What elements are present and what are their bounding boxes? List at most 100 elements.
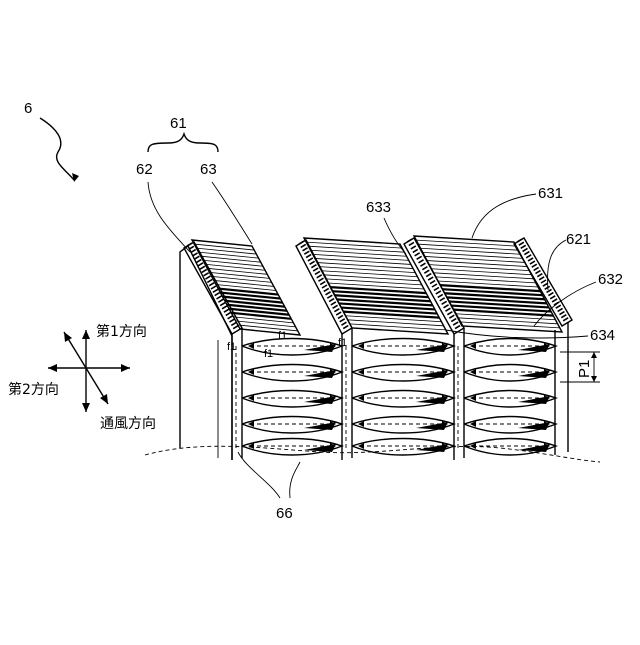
tube-louver xyxy=(526,255,531,258)
tube-louver xyxy=(318,278,323,281)
tube-louver xyxy=(519,242,524,245)
tube-louver xyxy=(447,312,452,315)
tube-louver xyxy=(422,267,427,270)
tube-louver xyxy=(193,253,198,256)
tube-louver xyxy=(455,326,460,329)
fin-stack-3 xyxy=(458,339,556,456)
tube-louver xyxy=(541,280,546,283)
fin-top-group xyxy=(192,236,562,335)
tube-louver xyxy=(524,252,529,255)
tube-louver xyxy=(444,305,449,308)
tube-louver xyxy=(331,302,336,305)
tube-louver xyxy=(521,245,526,248)
direction-indicator: 第1方向 第2方向 通風方向 xyxy=(8,323,156,432)
tube-louver xyxy=(426,274,431,277)
tube-louver xyxy=(207,279,212,282)
tube-louver xyxy=(517,239,522,242)
tube-louver xyxy=(233,326,238,329)
tube-louver xyxy=(320,282,325,285)
fin-stack-2 xyxy=(346,339,454,456)
label-tube-side: 621 xyxy=(566,231,591,248)
tube-louver xyxy=(202,269,207,272)
tube-louver xyxy=(534,267,539,270)
tube-louver xyxy=(442,301,447,304)
label-tube: 62 xyxy=(136,161,153,178)
tube-louver xyxy=(535,271,540,274)
label-assembly: 6 xyxy=(24,100,32,117)
pitch-dimension: P1 xyxy=(560,352,600,382)
tube-louver xyxy=(187,243,192,246)
tube-louver xyxy=(191,250,196,253)
tube-louver xyxy=(341,322,346,325)
tube-louver xyxy=(217,296,222,299)
tube-louver xyxy=(306,255,311,258)
tube-louver xyxy=(315,271,320,274)
tube-louver xyxy=(550,296,555,299)
tube-louver xyxy=(231,322,236,325)
tube-louver xyxy=(438,294,443,297)
tube-louver xyxy=(229,319,234,322)
tube-louver xyxy=(224,309,229,312)
tube-louver xyxy=(204,273,209,276)
tube-louver xyxy=(440,298,445,301)
tube-louver xyxy=(205,276,210,279)
tube-louver xyxy=(430,281,435,284)
tube-louver xyxy=(545,286,550,289)
tube-louver xyxy=(333,305,338,308)
tube-louver xyxy=(222,306,227,309)
tube-louver xyxy=(432,284,437,287)
tube-louver xyxy=(561,315,566,318)
tube-louver xyxy=(556,305,561,308)
label-pitch: P1 xyxy=(576,360,593,378)
tube-louver xyxy=(413,249,418,252)
tube-louver xyxy=(308,258,313,261)
tube-louver xyxy=(336,312,341,315)
tube-louver xyxy=(340,319,345,322)
tube-louver xyxy=(209,283,214,286)
tube-louver xyxy=(338,315,343,318)
tube-louver xyxy=(317,275,322,278)
label-fin-part-633: 633 xyxy=(366,199,391,216)
label-fin-top: 631 xyxy=(538,185,563,202)
tube-louver xyxy=(547,289,552,292)
tube-louver xyxy=(218,299,223,302)
fin-group xyxy=(236,339,556,456)
right-end-plate xyxy=(555,322,568,455)
label-lower-ref: 66 xyxy=(276,505,293,522)
label-fin: 63 xyxy=(200,161,217,178)
tube-louver xyxy=(322,285,327,288)
tube-louver xyxy=(326,292,331,295)
tube-louver xyxy=(194,256,199,259)
tube-louver xyxy=(445,308,450,311)
tube-louver xyxy=(420,263,425,266)
flow-label-4: f1 xyxy=(338,337,347,349)
tube-louver xyxy=(434,287,439,290)
flow-label-2: f1 xyxy=(278,330,287,342)
label-fin-part-632: 632 xyxy=(598,271,623,288)
tube-louver xyxy=(200,266,205,269)
tube-group xyxy=(184,238,572,460)
tube-louver xyxy=(523,248,528,251)
tube-louver xyxy=(451,319,456,322)
tube-louver xyxy=(324,288,329,291)
tube-louver xyxy=(436,291,441,294)
tube-louver xyxy=(453,322,458,325)
flow-label-3: f1 xyxy=(264,348,273,360)
label-second-direction: 第2方向 xyxy=(8,381,59,398)
tube-louver xyxy=(409,242,414,245)
tube-louver xyxy=(537,274,542,277)
tube-louver xyxy=(559,312,564,315)
tube-louver xyxy=(543,283,548,286)
tube-louver xyxy=(419,260,424,263)
label-core: 61 xyxy=(170,115,187,132)
tube-louver xyxy=(220,303,225,306)
tube-louver xyxy=(548,293,553,296)
fin-stack-1 xyxy=(236,339,342,456)
tube-louver xyxy=(213,289,218,292)
tube-vertical xyxy=(454,328,464,460)
tube-louver xyxy=(417,256,422,259)
flow-label-1: f1 xyxy=(227,341,236,353)
tube-louver xyxy=(313,268,318,271)
tube-louver xyxy=(424,270,429,273)
